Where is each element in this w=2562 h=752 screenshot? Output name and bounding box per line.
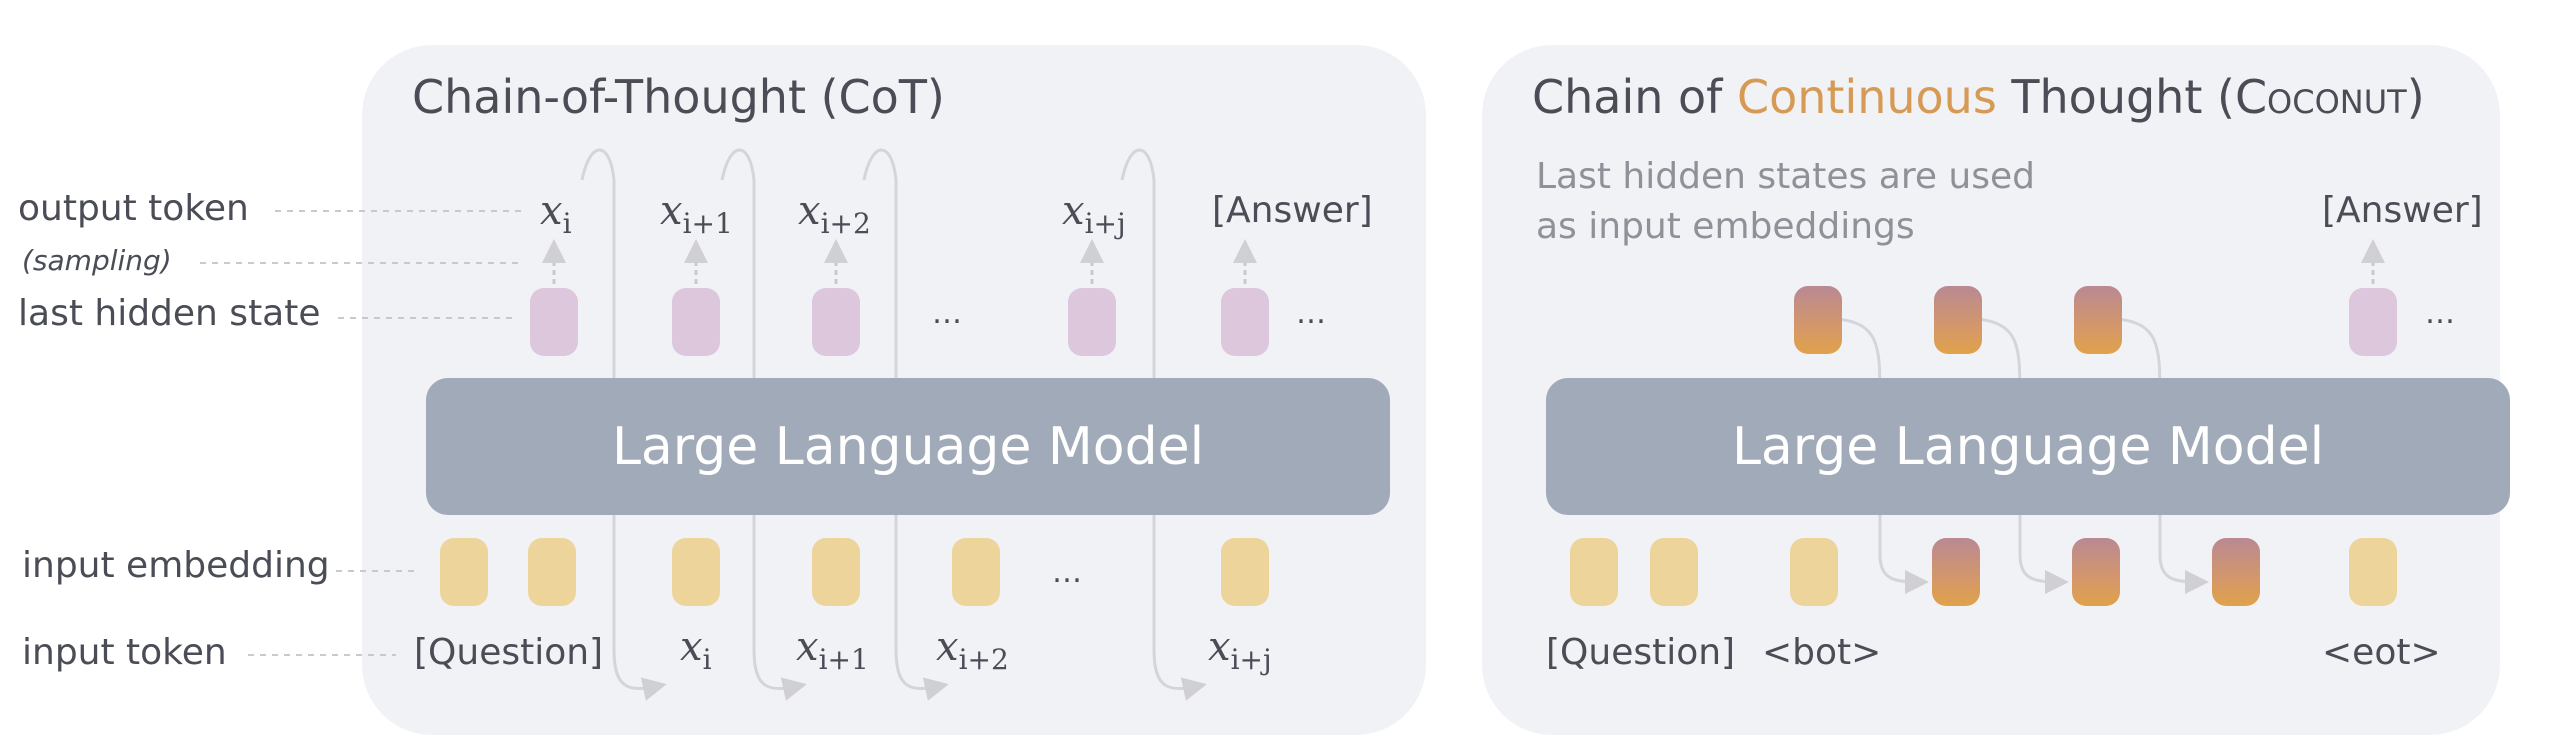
cot-hidden-ellipsis: … xyxy=(932,296,962,331)
coconut-hidden-answer xyxy=(2349,288,2397,356)
cot-input-xij: xi+j xyxy=(1208,624,1272,676)
coconut-embed-q1 xyxy=(1570,538,1618,606)
cot-hidden-3 xyxy=(812,288,860,356)
cot-output-xij: xi+j xyxy=(1062,188,1126,240)
cot-input-question: [Question] xyxy=(414,632,604,673)
coconut-embed-cont-2 xyxy=(2072,538,2120,606)
coconut-input-bot: <bot> xyxy=(1762,632,1882,673)
cot-input-xi: xi xyxy=(680,624,712,676)
cot-hidden-1 xyxy=(530,288,578,356)
label-sampling: (sampling) xyxy=(22,244,172,277)
label-last-hidden-state: last hidden state xyxy=(18,293,321,334)
cot-embed-4 xyxy=(1221,538,1269,606)
coconut-embed-eot xyxy=(2349,538,2397,606)
label-input-embedding: input embedding xyxy=(22,545,330,586)
coconut-title-part1: Chain of xyxy=(1532,70,1737,124)
cot-output-xi: xi xyxy=(540,188,572,240)
coconut-hidden-1 xyxy=(1794,286,1842,354)
coconut-title: Chain of Continuous Thought (Coconut) xyxy=(1532,70,2425,124)
cot-output-answer: [Answer] xyxy=(1212,190,1373,231)
loop-4 xyxy=(1120,148,1207,701)
coconut-title-highlight: Continuous xyxy=(1736,70,1997,124)
label-output-token: output token xyxy=(18,188,249,229)
coconut-title-smallcaps: Coconut xyxy=(2234,70,2407,124)
loop-3 xyxy=(862,148,949,701)
cot-input-xi2: xi+2 xyxy=(936,624,1009,676)
coconut-embed-cont-1 xyxy=(1932,538,1980,606)
cot-hidden-ellipsis-2: … xyxy=(1296,296,1326,331)
cot-embed-3 xyxy=(952,538,1000,606)
coconut-embed-bot xyxy=(1790,538,1838,606)
cot-hidden-5 xyxy=(1221,288,1269,356)
cot-output-xi1: xi+1 xyxy=(660,188,733,240)
coconut-embed-q2 xyxy=(1650,538,1698,606)
cot-llm-block: Large Language Model xyxy=(426,378,1390,515)
cot-input-xi1: xi+1 xyxy=(796,624,869,676)
coconut-hidden-2 xyxy=(1934,286,1982,354)
cot-embed-2 xyxy=(812,538,860,606)
cot-hidden-2 xyxy=(672,288,720,356)
label-input-token: input token xyxy=(22,632,227,673)
cot-embed-1 xyxy=(672,538,720,606)
coconut-input-eot: <eot> xyxy=(2322,632,2441,673)
coconut-title-part3: ) xyxy=(2406,70,2425,124)
coconut-hidden-ellipsis: … xyxy=(2425,296,2455,331)
cot-embed-q2 xyxy=(528,538,576,606)
coconut-subtitle-line2: as input embeddings xyxy=(1536,206,1915,247)
coconut-embed-cont-3 xyxy=(2212,538,2260,606)
coconut-input-question: [Question] xyxy=(1546,632,1736,673)
cot-title: Chain-of-Thought (CoT) xyxy=(412,70,945,124)
cot-embed-q1 xyxy=(440,538,488,606)
loop-1 xyxy=(580,148,667,701)
loop-2 xyxy=(720,148,807,701)
coconut-title-part2: Thought ( xyxy=(1996,70,2235,124)
coconut-subtitle: Last hidden states are used as input emb… xyxy=(1536,152,2035,252)
coconut-subtitle-line1: Last hidden states are used xyxy=(1536,156,2035,197)
coconut-llm-block: Large Language Model xyxy=(1546,378,2510,515)
coconut-output-answer: [Answer] xyxy=(2322,190,2483,231)
coconut-hidden-3 xyxy=(2074,286,2122,354)
cot-hidden-4 xyxy=(1068,288,1116,356)
cot-embed-ellipsis: … xyxy=(1052,555,1082,590)
cot-output-xi2: xi+2 xyxy=(798,188,871,240)
